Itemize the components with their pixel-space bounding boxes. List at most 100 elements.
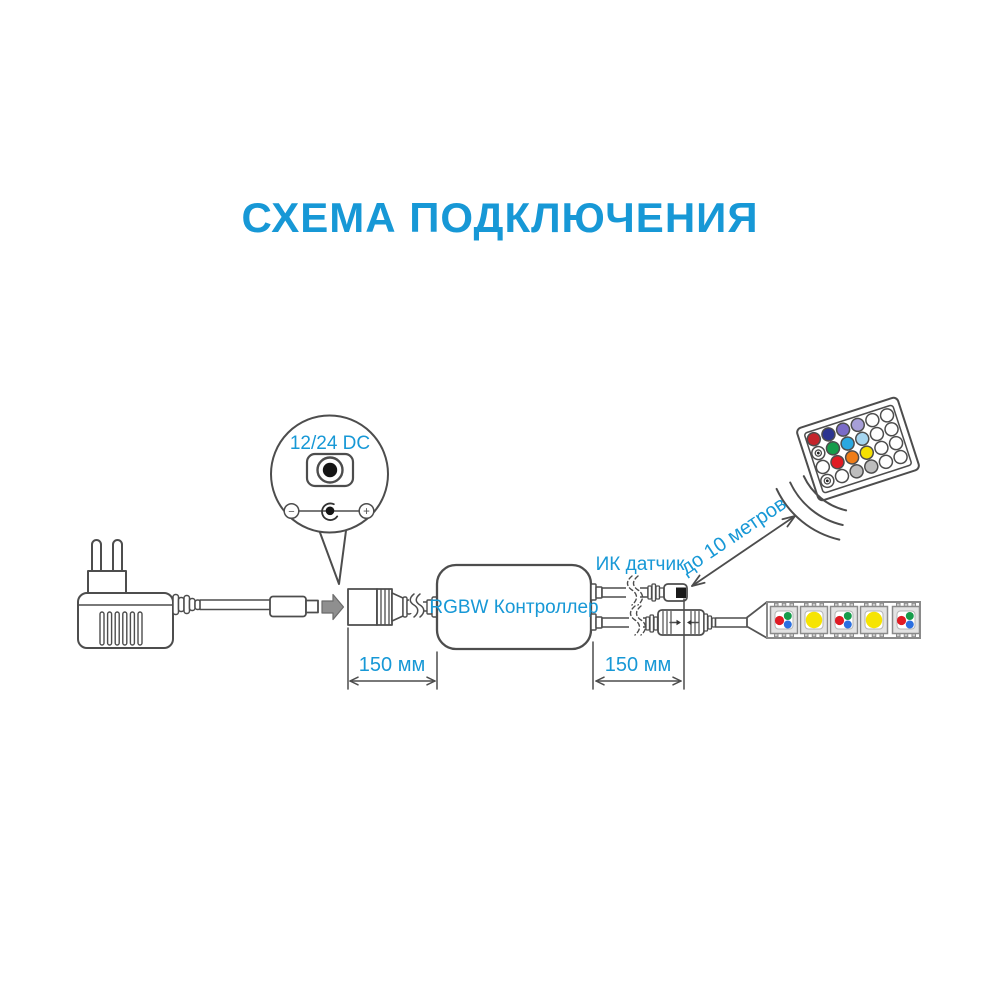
ir-sensor-branch: ИК датчик bbox=[590, 554, 688, 606]
controller-box bbox=[435, 563, 593, 651]
arrowhead bbox=[349, 676, 359, 686]
remote-button bbox=[844, 450, 860, 465]
dc-jack-female bbox=[347, 588, 439, 626]
adapter-vents bbox=[99, 611, 143, 646]
power-adapter bbox=[77, 539, 319, 649]
extension-lines bbox=[347, 627, 438, 690]
adapter-cable bbox=[199, 599, 272, 611]
rgb-led-chip bbox=[829, 602, 859, 638]
dc-plug-tip bbox=[305, 599, 319, 614]
red-die bbox=[896, 615, 907, 626]
remote-button bbox=[874, 440, 889, 456]
remote-button bbox=[878, 454, 894, 470]
rgbw-controller: RGBW Контроллер bbox=[429, 563, 599, 651]
jack-body bbox=[347, 588, 378, 626]
dimension-right-label: 150 мм bbox=[605, 654, 671, 676]
controller-label: RGBW Контроллер bbox=[429, 597, 598, 618]
remote-button bbox=[855, 431, 870, 447]
page-title: СХЕМА ПОДКЛЮЧЕНИЯ bbox=[241, 194, 759, 241]
arrowhead bbox=[672, 676, 682, 686]
green-die bbox=[783, 612, 792, 620]
center-pin-arc bbox=[321, 502, 339, 521]
plus-terminal-icon bbox=[358, 502, 375, 520]
remote-button bbox=[840, 436, 855, 451]
wire-break-mark bbox=[629, 605, 647, 636]
mating-arrows-icon bbox=[669, 619, 699, 626]
led-strip bbox=[746, 601, 921, 639]
ir-window bbox=[676, 587, 686, 598]
jack-taper bbox=[391, 592, 404, 622]
remote-button-dot bbox=[816, 451, 820, 455]
strip-funnel bbox=[746, 601, 768, 639]
wire-break-mark bbox=[626, 575, 644, 606]
ir-remote bbox=[796, 396, 920, 502]
remote-button bbox=[884, 422, 899, 437]
strip-lead-wire bbox=[714, 617, 749, 628]
minus-sign: − bbox=[288, 506, 294, 518]
jack-ribs bbox=[380, 589, 390, 625]
rgb-led-chip bbox=[891, 602, 921, 638]
remote-button bbox=[821, 427, 836, 442]
extension-lines bbox=[592, 598, 685, 690]
dimension-left-label: 150 мм bbox=[359, 654, 425, 676]
green-die bbox=[843, 612, 852, 620]
remote-buttons bbox=[806, 408, 908, 489]
remote-button bbox=[806, 431, 822, 447]
remote-button bbox=[864, 459, 879, 474]
white-led-chip bbox=[859, 602, 889, 638]
remote-button bbox=[825, 441, 841, 456]
remote-button-ring bbox=[814, 449, 823, 457]
plug-prong bbox=[91, 539, 102, 575]
plug-prong bbox=[112, 539, 123, 575]
remote-button bbox=[830, 454, 845, 470]
led-chips bbox=[769, 602, 921, 638]
remote-button bbox=[869, 426, 885, 442]
white-die bbox=[865, 611, 883, 629]
remote-button bbox=[834, 468, 850, 484]
remote-button bbox=[815, 459, 831, 475]
remote-button-dot bbox=[825, 479, 829, 483]
range-label: до 10 метров bbox=[677, 493, 791, 580]
rgb-led-chip bbox=[769, 602, 799, 638]
blue-die bbox=[905, 620, 914, 629]
remote-button bbox=[879, 408, 895, 423]
remote-button bbox=[865, 412, 880, 428]
green-die bbox=[905, 612, 914, 620]
remote-button bbox=[888, 435, 904, 451]
blue-die bbox=[783, 620, 792, 629]
polarity-symbol: − + bbox=[283, 502, 375, 521]
dimension-left: 150 мм bbox=[347, 627, 438, 690]
dc-jack-callout: 12/24 DC − + bbox=[270, 414, 389, 585]
remote-button bbox=[893, 449, 908, 465]
remote-panel bbox=[804, 404, 912, 494]
remote-button bbox=[835, 422, 851, 437]
remote-button bbox=[849, 464, 864, 479]
red-die bbox=[834, 615, 845, 626]
plug-neck bbox=[87, 570, 127, 596]
white-led-chip bbox=[799, 602, 829, 638]
arrowhead bbox=[595, 676, 605, 686]
dimension-right: 150 мм bbox=[592, 598, 685, 690]
insert-arrow-icon bbox=[321, 593, 345, 621]
arrowhead bbox=[691, 574, 706, 587]
remote-button-ring bbox=[823, 477, 832, 485]
dc-socket-pin bbox=[322, 462, 338, 478]
blue-die bbox=[843, 620, 852, 629]
arrowhead bbox=[781, 515, 796, 528]
remote-button bbox=[859, 445, 875, 460]
strip-branch bbox=[590, 605, 749, 636]
remote-button bbox=[850, 417, 865, 433]
range-arrow bbox=[691, 515, 796, 587]
arrowhead bbox=[426, 676, 436, 686]
ir-sensor-label: ИК датчик bbox=[596, 554, 685, 575]
signal-waves-icon bbox=[775, 475, 848, 541]
dc-socket-ring bbox=[316, 456, 344, 484]
plus-sign: + bbox=[363, 506, 370, 518]
wire-break-mark bbox=[409, 593, 425, 618]
cable-strain-relief bbox=[172, 593, 202, 616]
white-die bbox=[805, 611, 823, 629]
dc-plug-body bbox=[269, 595, 307, 618]
red-die bbox=[774, 615, 785, 626]
